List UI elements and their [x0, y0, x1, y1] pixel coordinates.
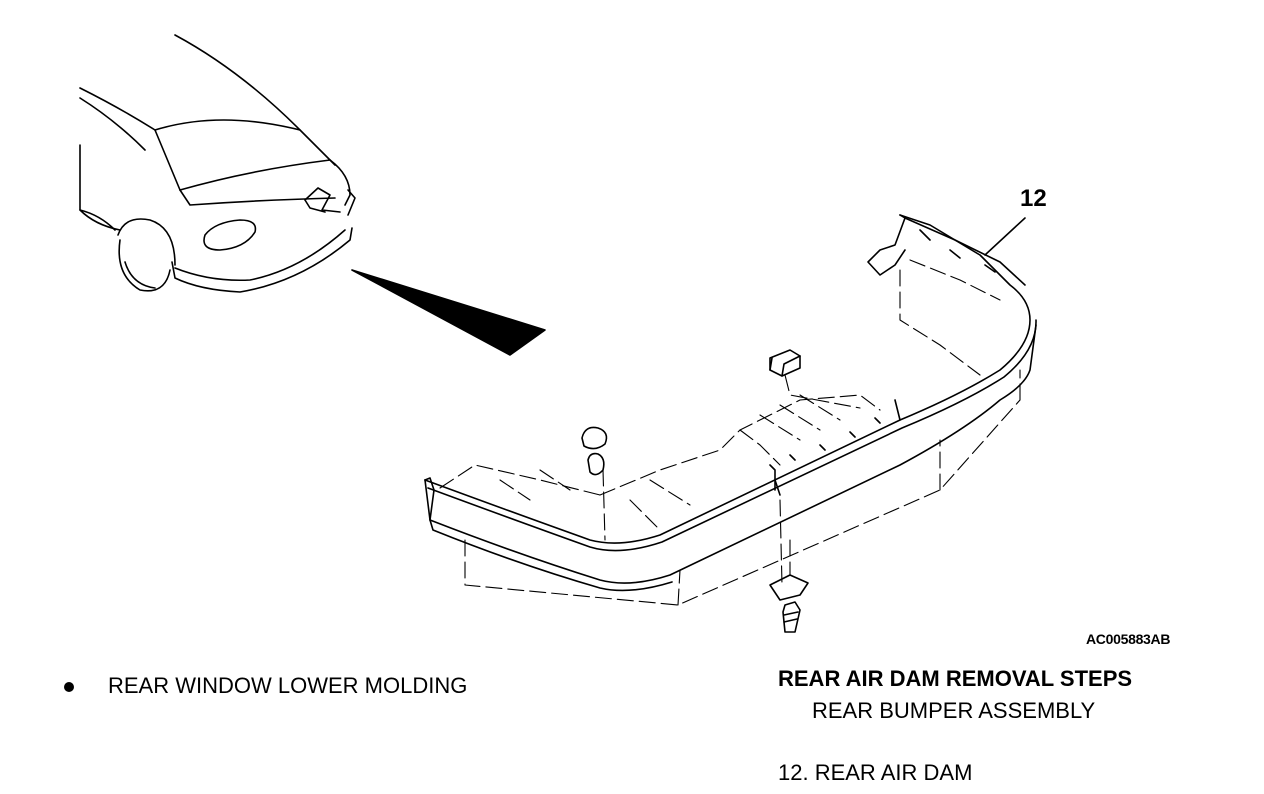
bullet-icon: [64, 682, 74, 693]
dashed-guide-lines: [439, 259, 1021, 606]
part-callout-12: 12: [1020, 185, 1047, 212]
pre-removal-step: REAR BUMPER ASSEMBLY: [782, 698, 1095, 724]
air-dam-illustration: [424, 214, 1037, 633]
car-rear-illustration: [79, 34, 546, 356]
note-rear-window-lower-molding: REAR WINDOW LOWER MOLDING: [62, 673, 467, 699]
figure-code: AC005883AB: [1086, 631, 1171, 647]
rear-air-dam-diagram: [79, 34, 1037, 633]
note-text: REAR WINDOW LOWER MOLDING: [108, 673, 468, 698]
pre-step-text: REAR BUMPER ASSEMBLY: [812, 698, 1096, 723]
removal-step-12: 12. REAR AIR DAM: [778, 760, 973, 785]
removal-steps-title: REAR AIR DAM REMOVAL STEPS: [778, 666, 1133, 691]
